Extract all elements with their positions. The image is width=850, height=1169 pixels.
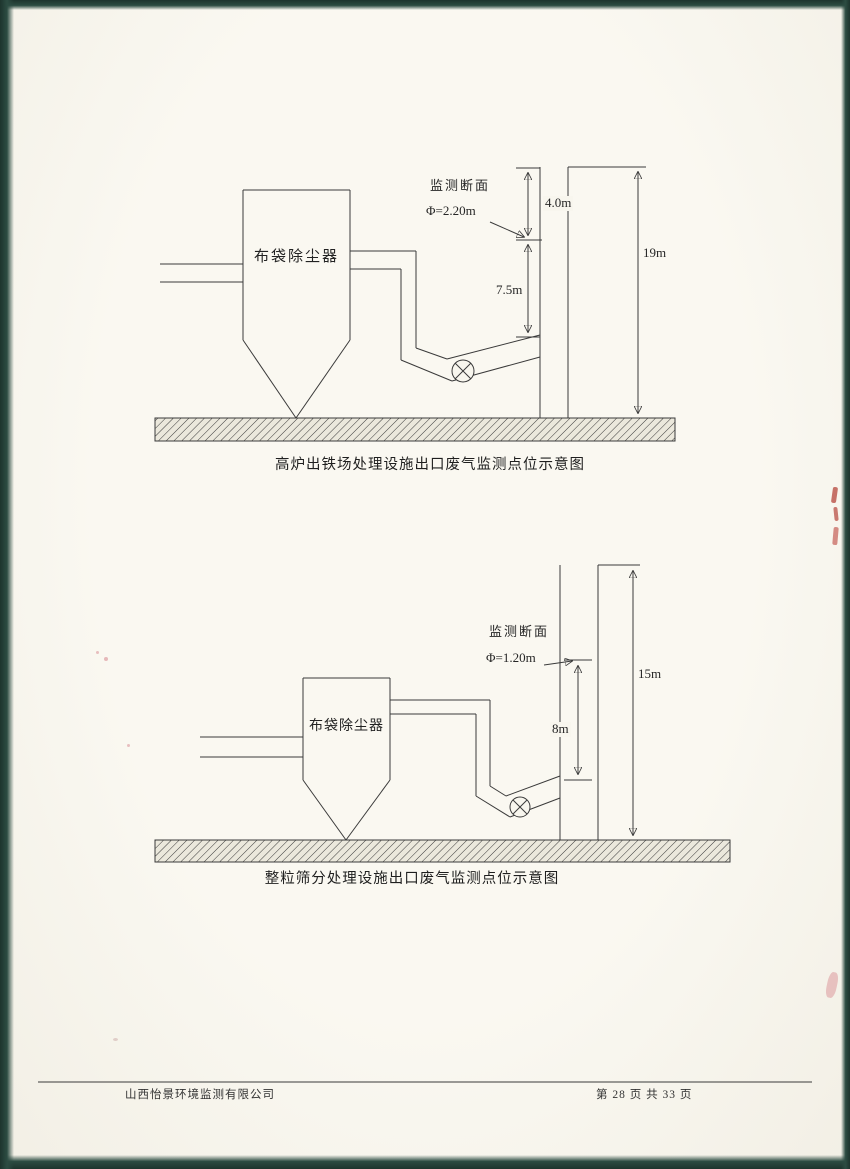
outlet-duct-top — [350, 250, 541, 382]
dim-lower-label-bottom: 8m — [550, 721, 571, 737]
scan-edge-top — [0, 0, 850, 10]
scan-artifact-pink-dot — [96, 651, 99, 654]
monitor-section-label-top: 监测断面 — [430, 178, 491, 193]
dimension-lines-bottom — [543, 571, 633, 835]
outlet-duct-bottom — [390, 699, 561, 818]
dust-collector-top — [160, 189, 351, 419]
scan-edge-left — [0, 0, 14, 1169]
diagram-top-lineart — [154, 166, 676, 442]
monitor-section-label-bottom: 监测断面 — [489, 624, 550, 639]
scan-artifact-pink-dot — [127, 744, 130, 747]
stack-top-diagram — [516, 166, 646, 418]
dim-total-label-bottom: 15m — [638, 666, 662, 681]
scan-edge-bottom — [0, 1155, 850, 1169]
scan-edge-right — [841, 0, 850, 1169]
footer-company: 山西怡景环境监测有限公司 — [125, 1089, 275, 1101]
fan-icon-bottom — [509, 796, 531, 818]
dim-upper-label-top: 4.0m — [543, 195, 574, 211]
caption-bottom: 整粒筛分处理设施出口废气监测点位示意图 — [264, 871, 560, 887]
ground-hatch-bottom — [154, 839, 731, 863]
device-label-top: 布袋除尘器 — [253, 249, 339, 265]
diameter-label-top: Φ=2.20m — [426, 203, 476, 218]
footer-page-info: 第 28 页 共 33 页 — [596, 1089, 693, 1101]
diameter-label-bottom: Φ=1.20m — [486, 650, 536, 665]
dust-collector-bottom — [200, 677, 391, 841]
dim-total-label-top: 19m — [643, 245, 667, 260]
ground-hatch-top — [154, 417, 676, 442]
fan-icon-top — [451, 359, 475, 383]
dimension-lines-top — [489, 172, 638, 413]
diagram-bottom-lineart — [154, 564, 731, 863]
caption-top: 高炉出铁场处理设施出口废气监测点位示意图 — [275, 457, 585, 473]
dim-lower-label-top: 7.5m — [496, 282, 523, 297]
scan-artifact-pink-dot — [113, 1038, 118, 1041]
scan-artifact-pink-dot — [104, 657, 108, 661]
stack-bottom-diagram — [559, 564, 640, 840]
device-label-bottom: 布袋除尘器 — [309, 719, 384, 734]
